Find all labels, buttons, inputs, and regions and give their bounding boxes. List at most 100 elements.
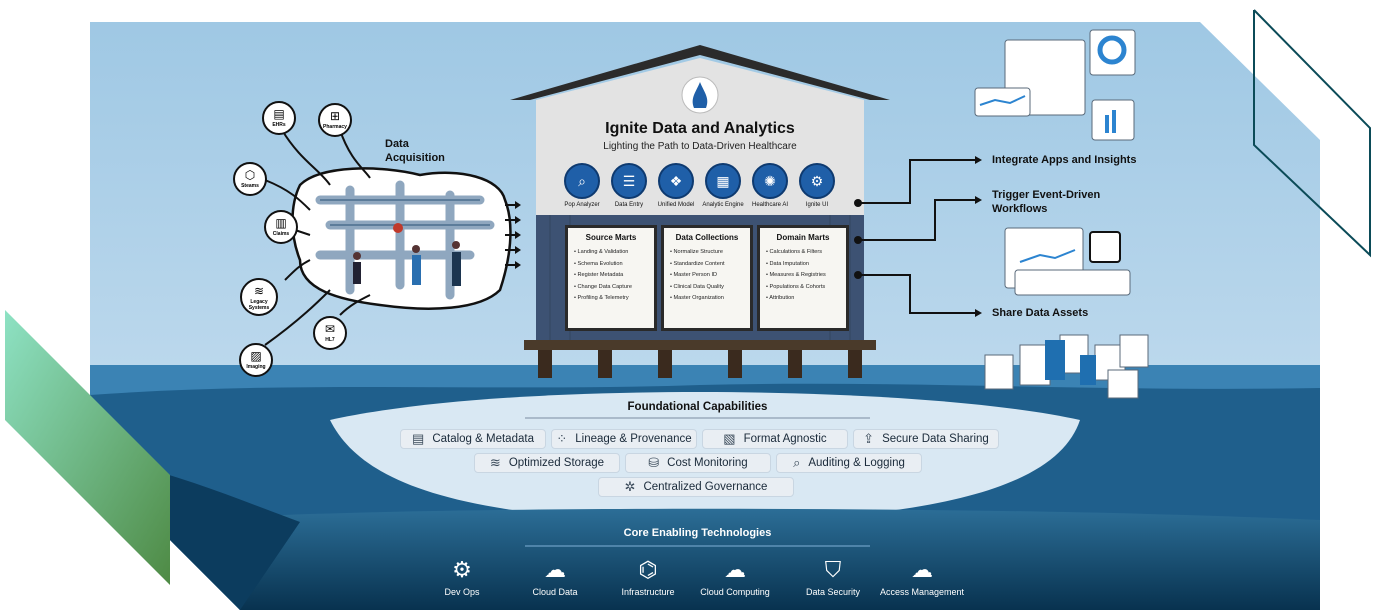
- mart-item: • Normalize Structure: [670, 249, 723, 255]
- mart-item: • Master Organization: [670, 295, 724, 301]
- tech-label: Cloud Data: [532, 587, 578, 597]
- capability-governance: ✲ Centralized Governance: [598, 477, 794, 497]
- catalog-icon: ▤: [412, 431, 425, 446]
- mart-item: • Change Data Capture: [574, 283, 632, 290]
- tech-label: Data Security: [805, 587, 861, 597]
- dashboard-icon: ▦: [705, 163, 741, 199]
- model-icon: ❖: [658, 163, 694, 199]
- capability-label: Cost Monitoring: [667, 457, 748, 469]
- mart-item: • Register Metadata: [574, 272, 624, 278]
- brain-icon: ✺: [752, 163, 788, 199]
- capability-sharing: ⇪ Secure Data Sharing: [853, 429, 999, 449]
- tech-label: Cloud Computing: [700, 587, 770, 597]
- mart-item: • Populations & Cohorts: [766, 283, 826, 290]
- tool-label: Unified Model: [657, 202, 695, 208]
- tech-devops: ⚙Dev Ops: [430, 557, 494, 597]
- tool-label: Pop Analyzer: [564, 202, 600, 208]
- audit-icon: ⌕: [793, 455, 801, 470]
- source-label: Pharmacy: [323, 124, 347, 130]
- format-icon: ▧: [723, 431, 736, 446]
- source-legacy: ≋ Legacy Systems: [240, 278, 278, 316]
- tech-cloud-computing: ☁ Cloud Computing: [690, 557, 780, 597]
- source-label: HL7: [325, 337, 335, 343]
- source-label: Legacy Systems: [248, 299, 270, 311]
- capability-format: ▧Format Agnostic: [702, 429, 848, 449]
- capability-label: Secure Data Sharing: [882, 433, 989, 445]
- hierarchy-icon: ⌬: [638, 557, 658, 582]
- capability-label: Optimized Storage: [508, 457, 605, 469]
- mart-item: • Master Person ID: [670, 272, 718, 278]
- capability-catalog: ▤ Catalog & Metadata: [400, 429, 546, 449]
- tech-access-management: ☁ Access Management: [870, 557, 974, 597]
- mart-source: Source Marts • Landing & Validation • Sc…: [565, 225, 657, 331]
- source-label: EHRs: [272, 122, 286, 128]
- cloud-key-icon: ☁: [911, 557, 933, 582]
- governance-icon: ✲: [624, 479, 636, 494]
- output-share: Share Data Assets: [992, 307, 1089, 319]
- image-icon: ▨: [250, 349, 262, 363]
- cost-icon: ⛁: [648, 455, 660, 470]
- mart-title: Source Marts: [585, 233, 637, 242]
- capability-label: Centralized Governance: [643, 481, 768, 493]
- mart-item: • Landing & Validation: [574, 249, 629, 255]
- mart-item: • Profiling & Telemetry: [574, 295, 629, 301]
- source-claims: ▥ Claims: [264, 210, 298, 244]
- gears-icon: ⚙: [452, 557, 472, 582]
- capability-lineage: ⁘ Lineage & Provenance: [551, 429, 697, 449]
- capability-storage: ≋Optimized Storage: [474, 453, 620, 473]
- source-steams: ⬡ Steams: [233, 162, 267, 196]
- output-integrate: Integrate Apps and Insights: [992, 154, 1137, 166]
- tech-data-security: ⛉ Data Security: [793, 557, 873, 597]
- pill-bottle-icon: ⊞: [329, 109, 341, 123]
- stream-icon: ⬡: [244, 168, 256, 182]
- tech-label: Access Management: [879, 587, 965, 597]
- shield-database-icon: ⛉: [824, 557, 842, 582]
- tech-cloud-data: ☁ Cloud Data: [520, 557, 590, 597]
- tool-data-entry: ☰ Data Entry: [599, 163, 659, 208]
- form-icon: ☰: [611, 163, 647, 199]
- tool-label: Healthcare AI: [751, 202, 789, 208]
- mart-domain: Domain Marts • Calculations & Filters • …: [757, 225, 849, 331]
- capability-label: Auditing & Logging: [808, 457, 905, 469]
- source-pharmacy: ⊞ Pharmacy: [318, 103, 352, 137]
- foundational-title: Foundational Capabilities: [627, 401, 768, 413]
- source-label: Steams: [241, 183, 259, 189]
- envelope-icon: ✉: [324, 322, 336, 336]
- mart-item: • Standardize Content: [670, 260, 725, 267]
- capability-auditing: ⌕ Auditing & Logging: [776, 453, 922, 473]
- capability-label: Lineage & Provenance: [575, 433, 692, 445]
- tool-healthcare-ai: ✺ Healthcare AI: [740, 163, 800, 208]
- mart-title: Data Collections: [675, 233, 739, 242]
- tool-unified-model: ❖ Unified Model: [646, 163, 706, 208]
- lineage-icon: ⁘: [556, 431, 568, 446]
- mart-collections: Data Collections • Normalize Structure •…: [661, 225, 753, 331]
- tech-label: Infrastructure: [621, 587, 675, 597]
- house-title: Ignite Data and Analytics: [605, 120, 795, 137]
- mart-item: • Attribution: [766, 295, 795, 301]
- cloud-database-icon: ☁: [544, 557, 566, 582]
- source-hl7: ✉ HL7: [313, 316, 347, 350]
- database-icon: ▤: [273, 107, 285, 121]
- capability-label: Catalog & Metadata: [432, 433, 534, 445]
- core-title: Core Enabling Technologies: [623, 527, 772, 539]
- tool-pop-analyzer: ⌕ Pop Analyzer: [552, 163, 612, 208]
- tool-label: Data Entry: [614, 202, 644, 208]
- share-icon: ⇪: [863, 431, 875, 446]
- mart-item: • Measures & Registries: [766, 272, 826, 278]
- source-ehrs: ▤ EHRs: [262, 101, 296, 135]
- mart-item: • Data Imputation: [766, 260, 810, 267]
- source-label: Imaging: [246, 364, 266, 370]
- layers-icon: ≋: [253, 284, 265, 298]
- mart-item: • Clinical Data Quality: [670, 283, 724, 290]
- tool-analytic-engine: ▦ Analytic Engine: [693, 163, 753, 208]
- tech-infrastructure: ⌬ Infrastructure: [608, 557, 688, 597]
- mart-item: • Calculations & Filters: [766, 249, 823, 255]
- output-trigger: Trigger Event-Driven Workflows: [992, 189, 1101, 215]
- source-label: Claims: [272, 231, 290, 237]
- cloud-chip-icon: ☁: [724, 557, 746, 582]
- tool-label: Analytic Engine: [702, 202, 744, 208]
- capability-cost: ⛁ Cost Monitoring: [625, 453, 771, 473]
- data-acquisition-label: Data Acquisition: [385, 138, 445, 164]
- tool-label: Ignite UI: [805, 202, 829, 208]
